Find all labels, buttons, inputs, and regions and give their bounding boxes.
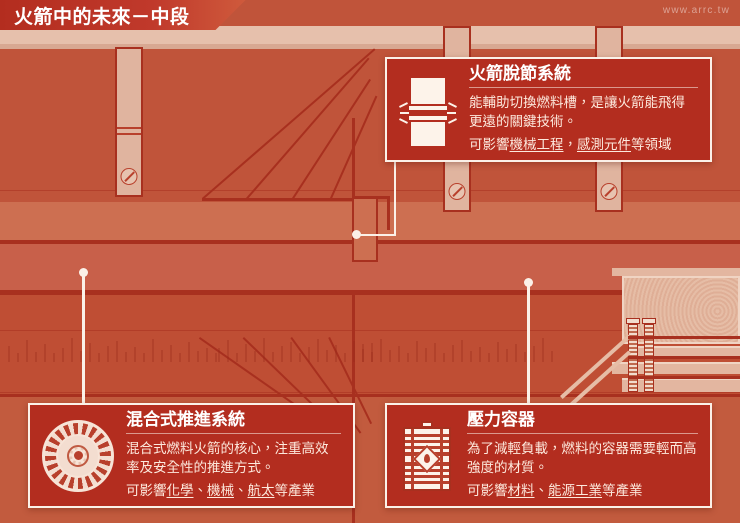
- impact-tag[interactable]: 能源工業: [548, 483, 602, 499]
- callout-description: 為了減輕負載，燃料的容器需要輕而高強度的材質。: [467, 441, 697, 476]
- impact-tag[interactable]: 航太: [247, 483, 275, 499]
- impact-tag[interactable]: 機械工程: [509, 137, 564, 153]
- panel-shelf: [622, 378, 740, 392]
- rod-rail: [628, 356, 740, 359]
- impact-suffix: 等產業: [274, 483, 316, 499]
- strut-left: [115, 47, 143, 197]
- callout-pressure-vessel[interactable]: 壓力容器 為了減輕負載，燃料的容器需要輕而高強度的材質。 可影響材料、能源工業等…: [385, 403, 712, 508]
- rocket-separation-icon: [399, 74, 457, 146]
- impact-tag[interactable]: 感測元件: [577, 137, 631, 153]
- fairing-cream-band: [0, 26, 740, 48]
- impact-tag[interactable]: 機械: [207, 483, 234, 499]
- impact-tag[interactable]: 材料: [507, 483, 535, 499]
- tag-separator: 、: [534, 483, 549, 499]
- rod-cap: [626, 318, 640, 324]
- ruler-ticks: [362, 336, 553, 362]
- screw-icon: [600, 183, 618, 200]
- page-title: 火箭中的未來－中段: [14, 6, 190, 28]
- truss-chord: [202, 198, 354, 201]
- ruler-ticks: [218, 336, 373, 362]
- leader-line-propulsion: [79, 268, 89, 408]
- callout-title: 混合式推進系統: [126, 410, 341, 435]
- callout-description: 混合式燃料火箭的核心，注重高效率及安全性的推進方式。: [126, 441, 329, 476]
- site-watermark: www.arrc.tw: [662, 5, 730, 16]
- callout-hybrid-propulsion-system[interactable]: 混合式推進系統 混合式燃料火箭的核心，注重高效率及安全性的推進方式。 可影響化學…: [28, 403, 355, 508]
- rod-rail: [628, 336, 740, 339]
- tag-separator: 、: [193, 483, 208, 499]
- screw-icon: [448, 183, 466, 200]
- nozzle-panel-lip: [612, 268, 740, 276]
- callout-description: 能輔助切換燃料槽，是讓火箭能飛得更遠的關鍵技術。: [469, 95, 685, 130]
- impact-suffix: 等領域: [631, 137, 672, 153]
- leader-line-pressure-vessel: [524, 278, 534, 406]
- tag-separator: ，: [563, 137, 578, 153]
- rod-rail: [628, 376, 740, 379]
- truss-post: [352, 118, 355, 200]
- panel-hairline: [0, 190, 740, 191]
- body-seam-lower: [0, 290, 740, 295]
- callout-title: 壓力容器: [467, 410, 698, 435]
- callout-impact-tags: 可影響材料、能源工業等產業: [467, 482, 698, 501]
- impact-prefix: 可影響: [467, 483, 508, 499]
- title-ribbon: 火箭中的未來－中段: [0, 0, 246, 30]
- fairing-shadow-band: [0, 44, 740, 49]
- screw-icon: [120, 168, 138, 185]
- fuel-drum-icon: [399, 419, 455, 493]
- joint-edge: [352, 196, 390, 199]
- stage-joint-block: [352, 196, 378, 262]
- joint-edge: [387, 196, 390, 230]
- panel-hairline: [0, 330, 740, 331]
- rod-cap: [642, 318, 656, 324]
- callout-impact-tags: 可影響化學、機械、航太等產業: [126, 482, 341, 501]
- impact-suffix: 等產業: [602, 483, 643, 499]
- tag-separator: 、: [234, 483, 248, 499]
- callout-impact-tags: 可影響機械工程，感測元件等領域: [469, 136, 698, 155]
- panel-shelf: [632, 346, 740, 358]
- impact-tag[interactable]: 化學: [166, 483, 194, 499]
- tank-top-edge: [0, 394, 740, 397]
- impact-prefix: 可影響: [469, 137, 510, 153]
- panel-hairline: [0, 392, 740, 393]
- callout-title: 火箭脫節系統: [469, 64, 698, 89]
- callout-separation-system[interactable]: 火箭脫節系統 能輔助切換燃料槽，是讓火箭能飛得更遠的關鍵技術。 可影響機械工程，…: [385, 57, 712, 162]
- concentric-ring-panel: [622, 276, 740, 344]
- impact-prefix: 可影響: [126, 483, 167, 499]
- radial-engine-icon: [42, 419, 114, 492]
- ruler-ticks: [8, 336, 217, 362]
- leader-line-separation: [352, 120, 398, 240]
